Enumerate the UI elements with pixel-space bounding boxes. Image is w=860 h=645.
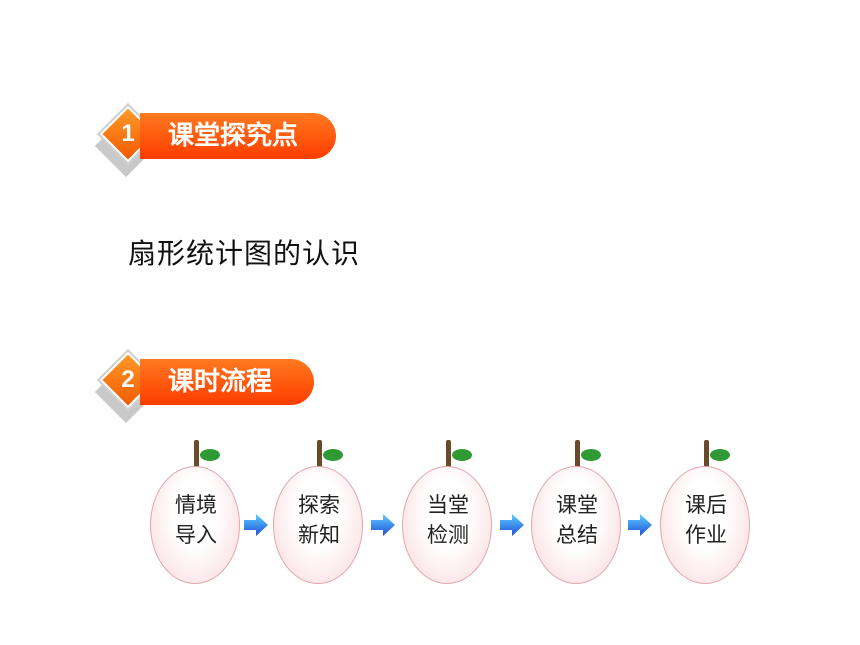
- flow-step-line2: 作业: [685, 523, 727, 547]
- section-number: 2: [121, 366, 135, 393]
- flow-step-label: 当堂 检测: [402, 490, 494, 550]
- flow-step-line1: 课堂: [556, 493, 598, 517]
- flow-step-line2: 导入: [175, 523, 217, 547]
- fruit-shape: [150, 466, 240, 584]
- leaf-icon: [323, 449, 343, 461]
- arrow-right-icon: [628, 514, 652, 536]
- flow-step-in-class-check: 当堂 检测: [402, 440, 494, 590]
- leaf-icon: [200, 449, 220, 461]
- section-number: 1: [121, 120, 135, 147]
- fruit-shape: [273, 466, 363, 584]
- flow-step-line1: 课后: [685, 493, 727, 517]
- flow-step-situation-intro: 情境 导入: [150, 440, 242, 590]
- flow-step-label: 情境 导入: [150, 490, 242, 550]
- flow-step-line2: 检测: [427, 523, 469, 547]
- section-1-header: 课堂探究点 1: [94, 96, 356, 178]
- flow-step-line2: 新知: [298, 523, 340, 547]
- section-2-header: 课时流程 2: [94, 342, 356, 424]
- section-title: 课时流程: [140, 359, 314, 405]
- flow-step-explore-new: 探索 新知: [273, 440, 365, 590]
- arrow-right-icon: [500, 514, 524, 536]
- flow-step-homework: 课后 作业: [660, 440, 752, 590]
- fruit-shape: [531, 466, 621, 584]
- flow-step-label: 课堂 总结: [531, 490, 623, 550]
- leaf-icon: [710, 449, 730, 461]
- stem-icon: [194, 440, 199, 470]
- flow-step-label: 课后 作业: [660, 490, 752, 550]
- stem-icon: [446, 440, 451, 470]
- leaf-icon: [452, 449, 472, 461]
- flow-step-line1: 当堂: [427, 493, 469, 517]
- flow-step-line1: 情境: [175, 493, 217, 517]
- arrow-right-icon: [244, 514, 268, 536]
- stem-icon: [704, 440, 709, 470]
- fruit-shape: [402, 466, 492, 584]
- leaf-icon: [581, 449, 601, 461]
- topic-text: 扇形统计图的认识: [128, 237, 361, 270]
- flow-step-line1: 探索: [298, 493, 340, 517]
- flow-step-class-summary: 课堂 总结: [531, 440, 623, 590]
- stem-icon: [575, 440, 580, 470]
- flow-step-label: 探索 新知: [273, 490, 365, 550]
- section-title: 课堂探究点: [140, 113, 336, 159]
- flow-step-line2: 总结: [556, 523, 598, 547]
- arrow-right-icon: [371, 514, 395, 536]
- fruit-shape: [660, 466, 750, 584]
- stem-icon: [317, 440, 322, 470]
